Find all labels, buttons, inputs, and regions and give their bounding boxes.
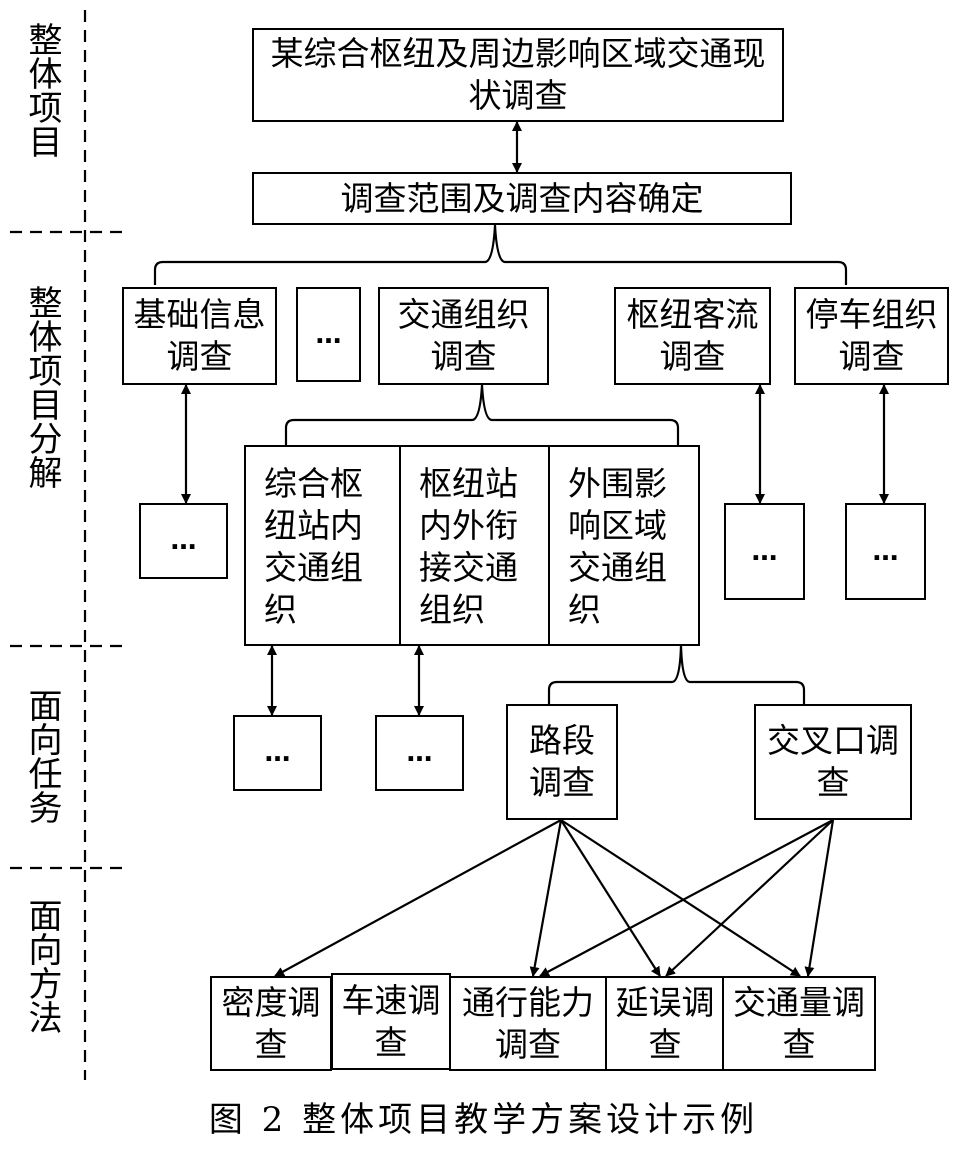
project-box: 某综合枢纽及周边影响区域交通现状调查 [252,28,784,122]
link-sub-box: … [375,715,464,791]
delay-method-box: 延误调查 [605,976,725,1071]
basic-info-box: 基础信息调查 [122,287,277,385]
brace-traffic-org [284,384,680,445]
scope-box: 调查范围及调查内容确定 [252,172,792,225]
inner-org-box: 综合枢纽站内交通组织 [244,445,402,646]
outer-org-box: 外围影响区域交通组织 [548,445,700,646]
arrow-road-capacity [529,819,563,977]
hub-flow-box: 枢纽客流调查 [614,287,771,385]
hub-sub-box: … [724,503,805,600]
density-method-box: 密度调查 [210,976,332,1071]
arrow-int-capacity [539,819,834,977]
road-task-box: 路段调查 [506,704,618,820]
capacity-method-box: 通行能力调查 [449,976,607,1071]
basic-sub-box: … [139,503,228,579]
arrow-road-volume [560,819,801,977]
volume-method-box: 交通量调查 [722,976,876,1071]
arrow-int-delay [665,819,834,977]
traffic-org-box: 交通组织调查 [378,287,549,385]
inner-sub-box: … [233,715,322,791]
arrow-road-density [274,819,562,977]
speed-method-box: 车速调查 [331,973,451,1070]
arrow-int-volume [804,819,835,977]
side-label-decomposition: 整体项目分解 [22,285,62,489]
parking-box: 停车组织调查 [794,287,949,385]
link-org-box: 枢纽站内外衔接交通组织 [399,445,551,646]
ellipsis-box-top: … [296,287,361,382]
brace-tasks [547,644,806,704]
side-label-methods: 面向方法 [22,898,62,1034]
brace-decomposition [153,224,848,285]
arrow-road-delay [560,819,661,977]
figure-caption: 图 2 整体项目教学方案设计示例 [208,1100,759,1140]
intersection-task-box: 交叉口调查 [754,704,912,820]
side-label-tasks: 面向任务 [22,688,62,824]
parking-sub-box: … [845,503,926,600]
side-label-project: 整体项目 [22,22,62,158]
